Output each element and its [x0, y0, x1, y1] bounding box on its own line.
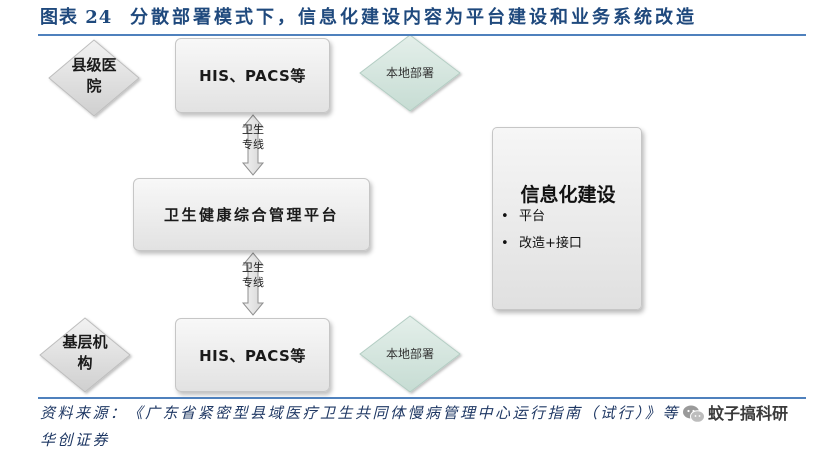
county-hospital-label: 县级医院 — [71, 56, 117, 95]
link-label-bottom: 卫生专线 — [242, 261, 264, 289]
figure-title: 分散部署模式下，信息化建设内容为平台建设和业务系统改造 — [130, 7, 697, 28]
wechat-icon — [683, 405, 705, 423]
summary-item-label: 平台 — [519, 209, 546, 224]
figure-label: 图表 24 — [40, 7, 113, 28]
bullet-icon: • — [501, 209, 509, 224]
platform-box: 卫生健康综合管理平台 — [133, 178, 370, 251]
link-label-top: 卫生专线 — [242, 123, 264, 151]
top-deploy-diamond — [359, 34, 461, 112]
source-line-1: 资料来源：《广东省紧密型县域医疗卫生共同体慢病管理中心运行指南（试行）》等 — [40, 404, 681, 422]
summary-box: 信息化建设 • 平台 • 改造+接口 — [492, 127, 642, 310]
summary-item: • 平台 — [501, 209, 639, 225]
top-deploy-label: 本地部署 — [385, 66, 434, 80]
source-line-2: 华创证券 — [40, 431, 111, 449]
bottom-system-label: HIS、PACS等 — [199, 346, 306, 365]
summary-item: • 改造+接口 — [501, 236, 639, 252]
watermark-text: 蚊子搞科研 — [708, 404, 789, 423]
link-arrow-top — [241, 114, 265, 176]
link-arrow-bottom — [241, 252, 265, 316]
top-system-label: HIS、PACS等 — [199, 67, 306, 85]
source-rule — [38, 397, 806, 399]
platform-label: 卫生健康综合管理平台 — [163, 206, 339, 224]
bottom-deploy-diamond — [359, 315, 461, 393]
bullet-icon: • — [501, 236, 509, 251]
summary-item-label: 改造+接口 — [519, 236, 582, 251]
summary-title: 信息化建设 — [520, 184, 616, 206]
bottom-deploy-label: 本地部署 — [385, 347, 434, 361]
primary-institution-label: 基层机构 — [62, 333, 108, 372]
primary-institution-diamond — [39, 317, 131, 393]
top-system-box: HIS、PACS等 — [175, 38, 330, 113]
county-hospital-diamond — [48, 39, 140, 117]
bottom-system-box: HIS、PACS等 — [175, 318, 330, 392]
title-rule — [38, 34, 806, 36]
